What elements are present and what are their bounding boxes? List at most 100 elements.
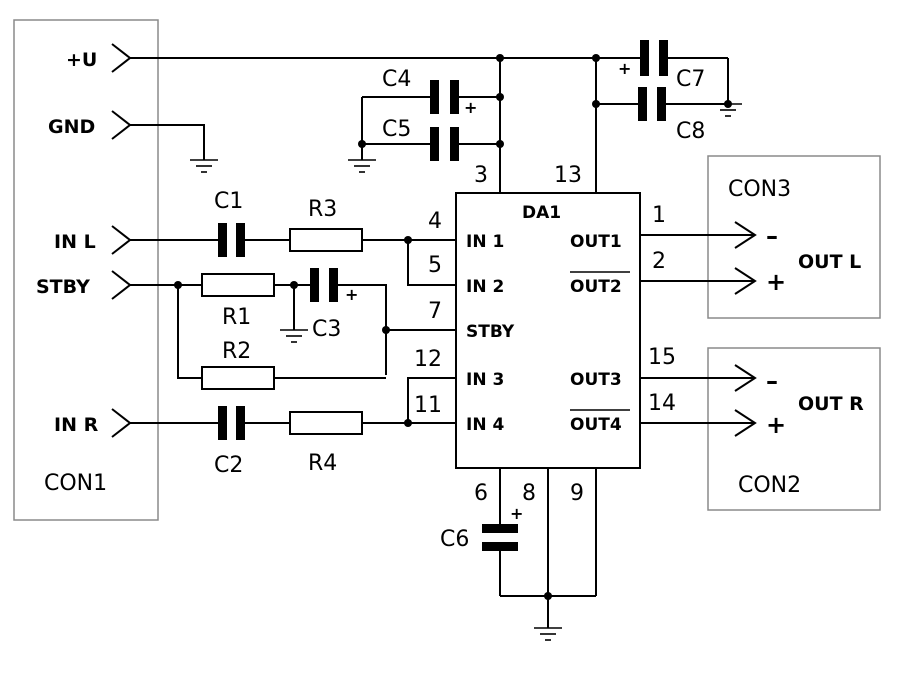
r2-label: R2	[222, 339, 251, 364]
con2-output-label: OUT R	[798, 393, 864, 415]
c5-label: C5	[382, 117, 411, 142]
resistor-r1: R1	[201, 273, 275, 330]
con2-plus-sign: +	[766, 411, 786, 439]
resistor-r3: R3	[289, 197, 363, 252]
capacitor-c2: C2	[214, 406, 245, 478]
junction-dot	[382, 326, 390, 334]
wire-pin5	[407, 240, 456, 286]
r1-label: R1	[222, 305, 251, 330]
con2-connector: – + OUT R CON2	[707, 347, 881, 511]
junction-dot	[404, 236, 412, 244]
junction-dot	[496, 54, 504, 62]
chip-pin-label-in4: IN 4	[466, 415, 504, 435]
con2-box	[707, 347, 881, 511]
chip-pin-label-out4: OUT4	[570, 415, 622, 435]
wire-pin12	[407, 377, 456, 423]
chip-pin-label-in1: IN 1	[466, 232, 504, 252]
c1-label: C1	[214, 189, 243, 214]
junction-dot	[174, 281, 182, 289]
capacitor-c7: + C7	[618, 40, 705, 92]
c4-label: C4	[382, 67, 411, 92]
capacitor-plate	[430, 80, 439, 114]
ground-icon	[534, 627, 562, 641]
pin-number-4: 4	[428, 209, 442, 234]
capacitor-plate	[236, 223, 245, 257]
c4-polarity-mark: +	[464, 98, 477, 117]
con1-in-r-arrow	[111, 408, 132, 438]
chip-pin-label-in3: IN 3	[466, 370, 504, 390]
capacitor-plate	[218, 406, 227, 440]
capacitor-c8: C8	[638, 87, 705, 144]
capacitor-plate	[329, 268, 338, 302]
con3-minus-sign: –	[766, 222, 778, 250]
con3-connector: CON3 – + OUT L	[707, 155, 881, 319]
capacitor-plate	[638, 87, 647, 121]
capacitor-c5: C5	[382, 117, 459, 161]
junction-dot	[496, 140, 504, 148]
junction-dot	[544, 592, 552, 600]
resistor-body	[201, 366, 275, 390]
r3-label: R3	[308, 197, 337, 222]
capacitor-c3: + C3	[310, 268, 358, 342]
con2-minus-sign: –	[766, 367, 778, 395]
junction-dot	[358, 140, 366, 148]
wire-gnd	[130, 124, 205, 160]
capacitor-c1: C1	[214, 189, 245, 257]
pin-number-6: 6	[474, 481, 488, 506]
junction-dot	[592, 54, 600, 62]
r4-label: R4	[308, 451, 337, 476]
c3-label: C3	[312, 317, 341, 342]
junction-dot	[496, 93, 504, 101]
pin-number-5: 5	[428, 253, 442, 278]
capacitor-plate	[236, 406, 245, 440]
capacitor-plate	[450, 80, 459, 114]
con1-in-l-arrow	[111, 225, 132, 255]
pin-number-8: 8	[522, 481, 536, 506]
wiring	[130, 57, 755, 628]
con1-pin-plus-u-label: +U	[66, 49, 97, 71]
capacitor-plate	[659, 40, 668, 76]
pin-number-7: 7	[428, 299, 442, 324]
ground-symbols	[190, 103, 742, 641]
wire-r2-loop	[177, 285, 202, 379]
resistor-r4: R4	[289, 411, 363, 476]
capacitor-plate	[430, 127, 439, 161]
con1-stby-arrow	[111, 270, 132, 300]
pin-number-11: 11	[414, 393, 442, 418]
chip-pin-label-out1: OUT1	[570, 232, 622, 252]
capacitor-c4: + C4	[382, 67, 477, 117]
pin-number-1: 1	[652, 203, 666, 228]
con1-pin-in-l-label: IN L	[54, 231, 96, 253]
capacitor-plate	[657, 87, 666, 121]
capacitor-plate	[310, 268, 319, 302]
pin-number-12: 12	[414, 347, 442, 372]
con1-connector: +U GND IN L STBY IN R CON1	[13, 19, 159, 521]
c6-label: C6	[440, 527, 469, 552]
pin-number-15: 15	[648, 345, 676, 370]
junctions	[174, 54, 732, 600]
con1-pin-gnd-label: GND	[48, 116, 95, 138]
chip-da1: DA1 IN 1 IN 2 STBY IN 3 IN 4 OUT1 OUT2 O…	[455, 192, 641, 469]
chip-name: DA1	[522, 203, 561, 223]
pin-number-13: 13	[554, 163, 582, 188]
c7-polarity-mark: +	[618, 59, 631, 78]
ground-icon	[190, 159, 218, 173]
c7-label: C7	[676, 67, 705, 92]
capacitor-plate	[482, 542, 518, 551]
con3-label: CON3	[728, 177, 791, 202]
con3-box	[707, 155, 881, 319]
resistor-body	[289, 411, 363, 435]
ground-icon	[714, 103, 742, 117]
junction-dot	[290, 281, 298, 289]
c3-polarity-mark: +	[345, 285, 358, 304]
con1-plus-u-arrow	[111, 43, 132, 73]
c2-label: C2	[214, 453, 243, 478]
resistor-body	[201, 273, 275, 297]
capacitor-plate	[218, 223, 227, 257]
pin-number-2: 2	[652, 249, 666, 274]
resistor-r2: R2	[201, 339, 275, 390]
junction-dot	[592, 100, 600, 108]
con3-output-label: OUT L	[798, 251, 861, 273]
pin-number-3: 3	[474, 163, 488, 188]
